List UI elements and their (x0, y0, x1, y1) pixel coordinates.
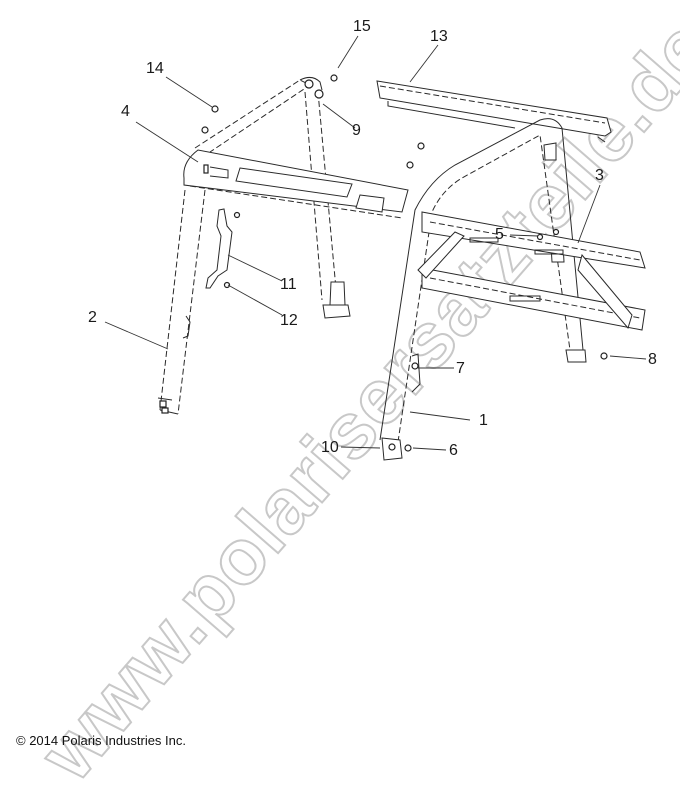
leader-line-1 (409, 411, 471, 421)
part-3-rear-frame-rail (417, 211, 646, 331)
leader-line-5 (509, 234, 539, 237)
leader-line-14 (165, 76, 213, 108)
loose-hardware (201, 74, 425, 169)
leader-line-9 (322, 103, 356, 129)
callout-13: 13 (430, 28, 448, 45)
part-11-bracket (205, 208, 241, 289)
callout-15: 15 (353, 18, 371, 35)
callout-1: 1 (479, 412, 488, 429)
callout-9: 9 (352, 122, 361, 139)
callout-4: 4 (121, 103, 130, 120)
leader-line-13 (409, 44, 439, 83)
leader-line-4 (135, 121, 199, 163)
callout-10: 10 (321, 439, 339, 456)
leader-line-6 (412, 447, 447, 451)
callout-6: 6 (449, 442, 458, 459)
part-4-front-panel (183, 149, 409, 219)
callout-11: 11 (280, 276, 297, 293)
part-13-rear-rail (376, 80, 612, 143)
leader-line-10 (340, 446, 381, 449)
leader-line-15 (337, 35, 359, 69)
leader-line-8 (609, 355, 647, 360)
callout-3: 3 (595, 167, 604, 184)
leader-line-2 (104, 321, 169, 350)
callout-14: 14 (146, 60, 164, 77)
part-1-rear-roll-bar (379, 118, 608, 461)
callout-leader-lines (104, 35, 647, 451)
copyright-text: © 2014 Polaris Industries Inc. (16, 733, 186, 748)
callout-7: 7 (456, 360, 465, 377)
callout-12: 12 (280, 312, 298, 329)
part-2-front-left-leg (157, 76, 323, 415)
leader-line-12 (227, 284, 283, 316)
leader-line-11 (227, 254, 283, 282)
leader-line-3 (577, 184, 601, 244)
callout-2: 2 (88, 309, 97, 326)
exploded-parts-diagram (104, 35, 647, 461)
callout-8: 8 (648, 351, 657, 368)
callout-5: 5 (495, 226, 504, 243)
